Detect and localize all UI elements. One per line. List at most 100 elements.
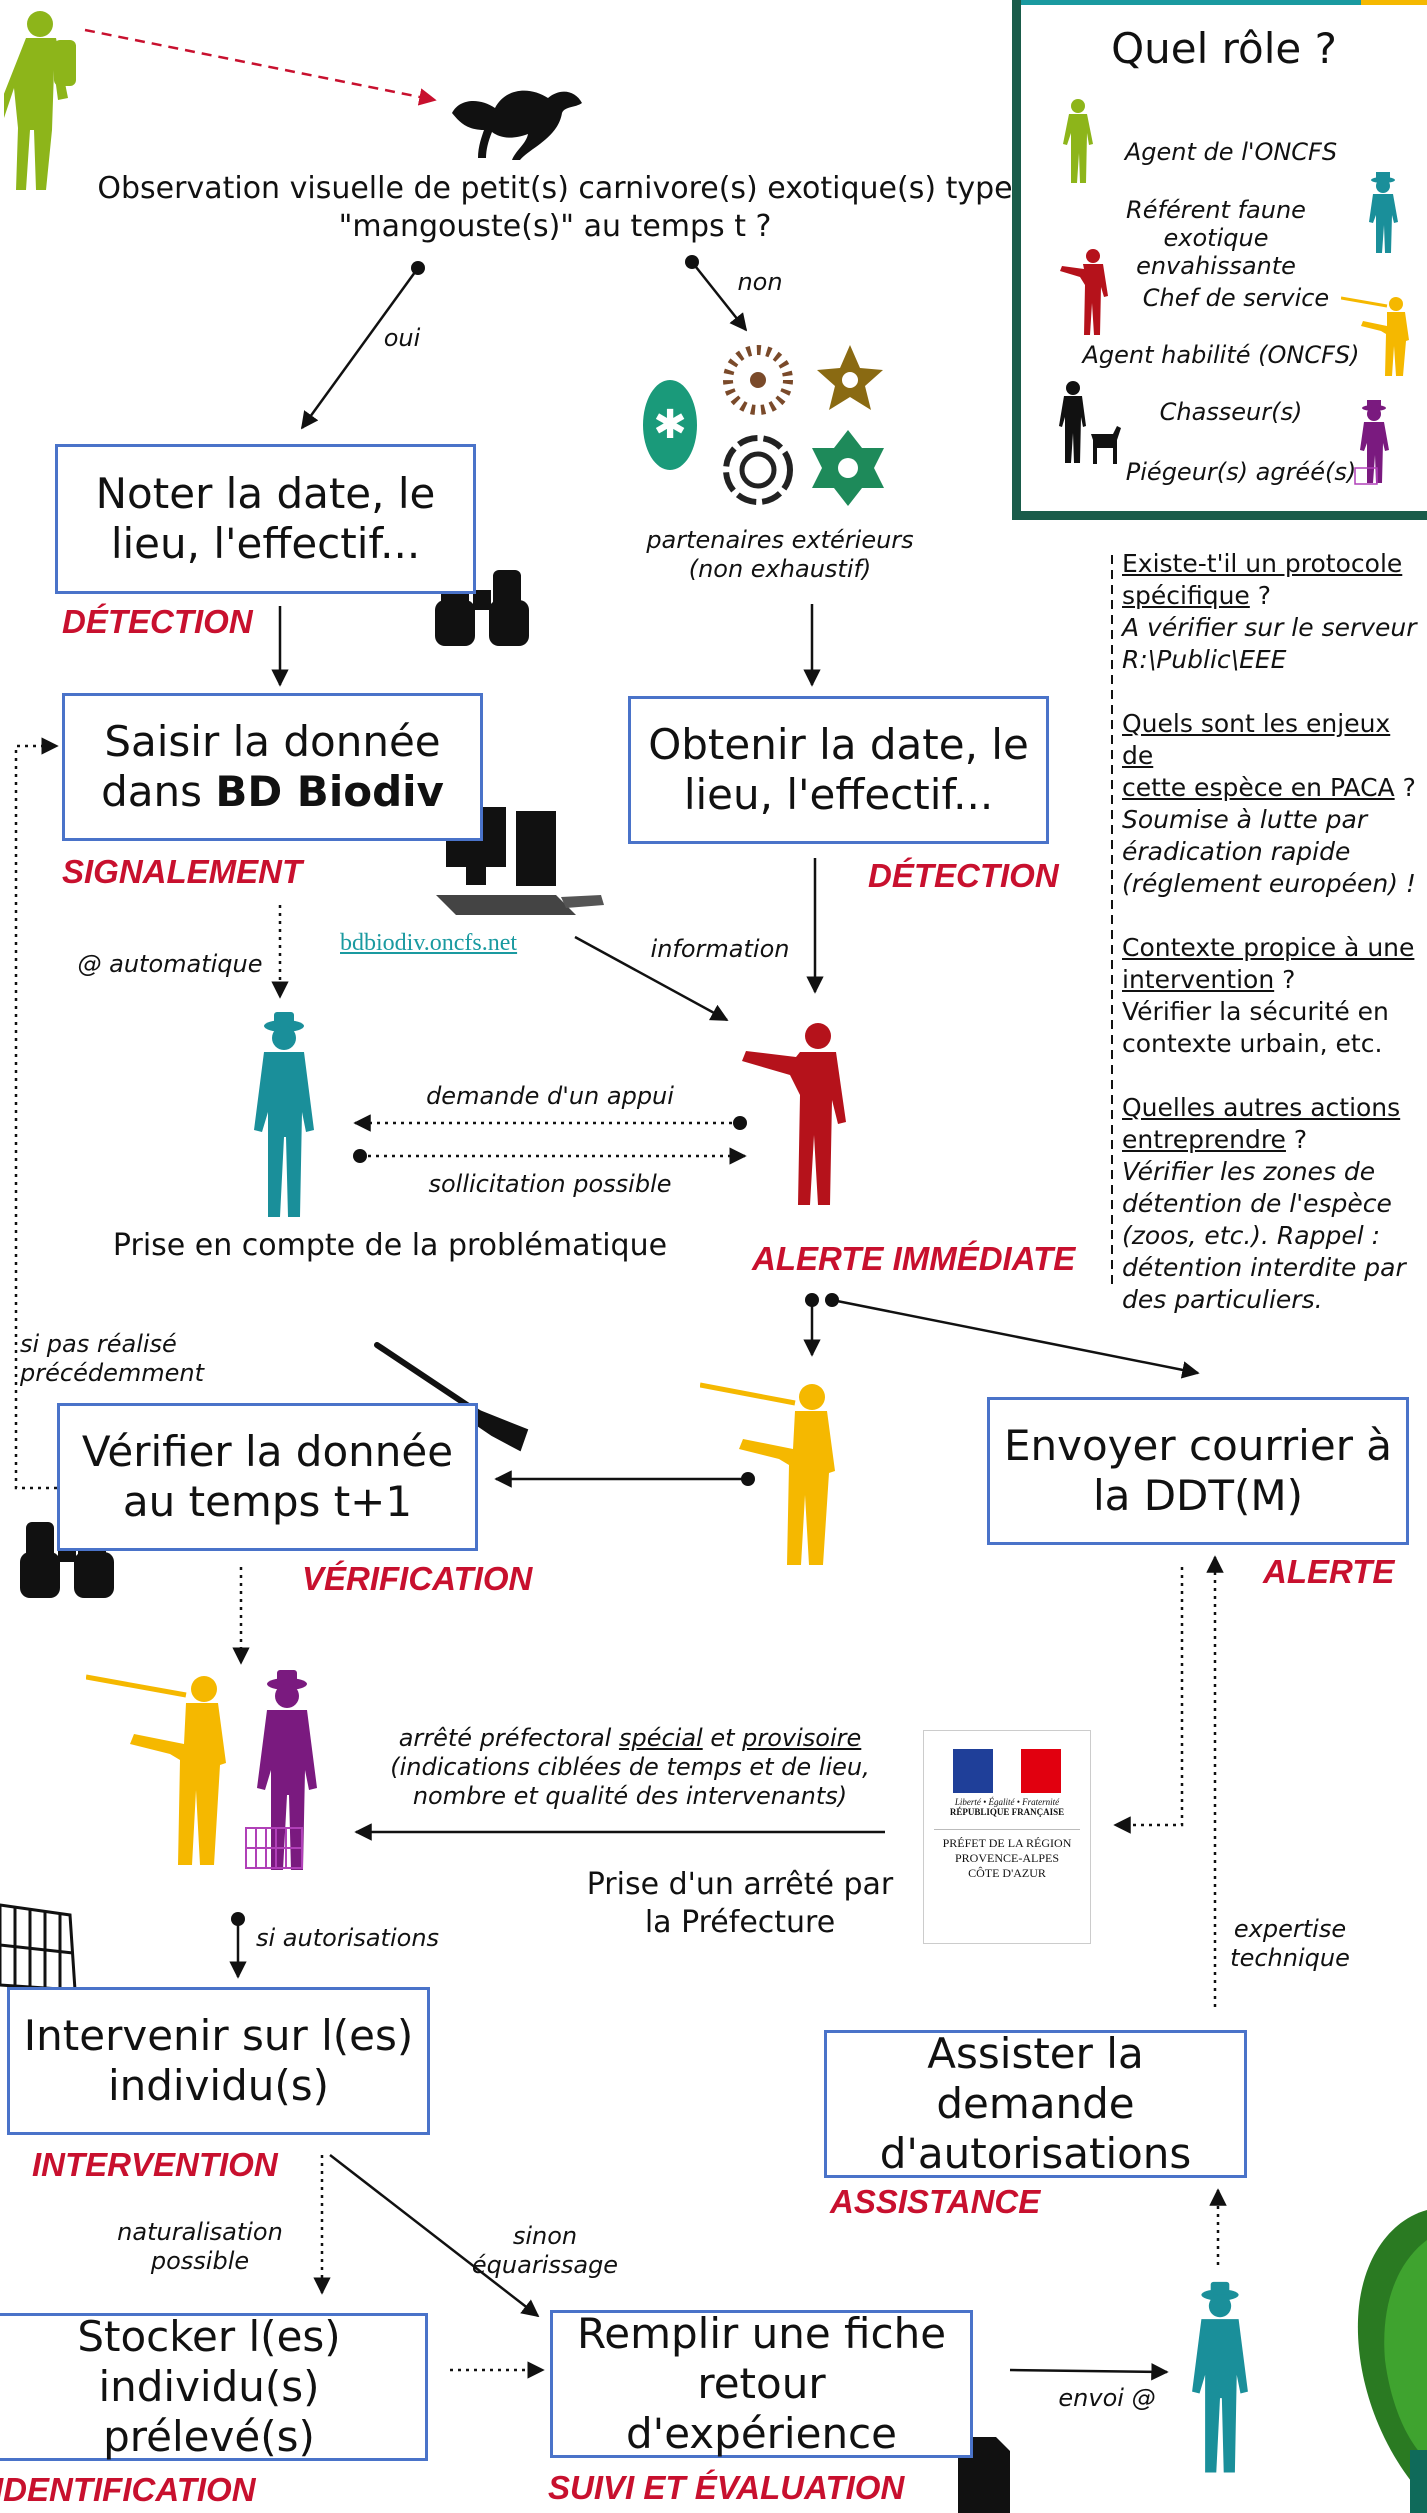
sinon-line2: équarissage [471,2251,619,2279]
legend-chasseurs: Chasseur(s) [1159,398,1303,426]
oui-arrow [300,267,420,430]
label-naturalisation: naturalisation possible [105,2218,295,2276]
legend-referent-icon [1369,172,1398,253]
label-prise-arrete: Prise d'un arrêté par la Préfecture [580,1866,900,1942]
legend-agent-oncfs-icon [1063,99,1093,183]
prefecture-line4: PROVENCE-ALPES [954,1851,1059,1865]
sidebar-q3c: ? [1274,965,1296,994]
sidebar-q1a: Existe-t'il un protocole [1122,549,1403,578]
prefecture-logo: Liberté • Égalité • Fraternité RÉPUBLIQU… [923,1730,1091,1944]
legend-title: Quel rôle ? [1111,24,1337,73]
arrete-line1: arrêté préfectoral spécial et provisoire [385,1724,875,1753]
bdbiodiv-link[interactable]: bdbiodiv.oncfs.net [340,930,518,956]
stage-suivi: SUIVI ET ÉVALUATION [548,2469,905,2506]
box-assister: Assister la demande d'autorisations [824,2029,1247,2178]
sidebar-block-4: Quelles autres actions entreprendre ? Vé… [1122,1092,1422,1316]
sidebar-a2a: Soumise à lutte par [1122,805,1368,834]
sidebar-q3b: intervention [1122,965,1275,994]
legend-referent: Référent faune exotique envahissante [1126,196,1306,280]
cage-icon [0,1903,77,1992]
sidebar-q4c: ? [1285,1125,1308,1154]
partner-logos-icon: ✱ [643,345,884,506]
expertise-line1: expertise [1233,1915,1347,1943]
sidebar-a3b: contexte urbain, etc. [1122,1029,1383,1058]
sidebar-a4e: des particuliers. [1122,1285,1323,1314]
sidebar-q4b: entreprendre [1122,1125,1286,1154]
sidebar-a2b: éradication rapide [1122,837,1351,866]
sidebar-block-1: Existe-t'il un protocole spécifique ? A … [1122,548,1422,676]
stage-verification: VÉRIFICATION [302,1560,533,1597]
box-saisir-label: Saisir la donnée dans BD Biodiv [75,717,470,817]
piegeur-icon [245,1670,317,1870]
label-information: information [650,935,790,963]
stage-detection-2: DÉTECTION [868,857,1059,894]
box-obtenir: Obtenir la date, le lieu, l'effectif... [628,696,1049,844]
observation-line2: "mangouste(s)" au temps t ? [338,209,772,244]
legend-chef: Chef de service [1142,284,1330,312]
box-envoyer: Envoyer courrier à la DDT(M) [987,1397,1409,1545]
intervenir-to-remplir-arrow [329,2154,540,2318]
observation-question: Observation visuelle de petit(s) carnivo… [90,170,1020,246]
stage-alerte: ALERTE [1263,1553,1395,1590]
label-expertise: expertise technique [1220,1915,1360,1973]
referent-icon-2 [1192,2281,1248,2473]
legend-chef-icon [1060,249,1108,335]
label-sollicitation: sollicitation possible [428,1170,672,1198]
stage-signalement: SIGNALEMENT [62,853,303,890]
sidebar-a4c: (zoos, etc.). Rappel : [1122,1221,1381,1250]
naturalisation-line2: possible [150,2247,250,2275]
label-si-pas: si pas réalisé précédemment [20,1330,204,1387]
referent-icon [254,1012,314,1217]
sidebar-q1c: ? [1249,581,1272,610]
label-auto: @ automatique [77,950,263,978]
arrete-provisoire: provisoire [742,1724,862,1752]
arrete-line3: nombre et qualité des intervenants) [412,1782,848,1810]
arrete-special: spécial [618,1724,703,1752]
partners-label: partenaires extérieurs (non exhaustif) [630,526,930,584]
sidebar-block-2: Quels sont les enjeux de cette espèce en… [1122,708,1422,900]
legend-panel: Quel rôle ? Agent de l'ONCFS Référent fa… [1012,0,1427,520]
sidebar-q4a: Quelles autres actions [1122,1093,1401,1122]
sidebar-a2c: (réglement européen) ! [1122,869,1416,898]
partners-line1: partenaires extérieurs [646,526,914,554]
observation-line1: Observation visuelle de petit(s) carnivo… [97,171,1013,206]
mongoose-icon [452,90,582,160]
sidebar-a4b: détention de l'espèce [1122,1189,1392,1218]
arrete-pre: arrêté préfectoral [398,1724,619,1752]
sidebar-a4a: Vérifier les zones de [1122,1157,1376,1186]
legend-agent-habilite: Agent habilité (ONCFS) [1082,341,1360,369]
box-remplir: Remplir une fiche retour d'expérience [550,2309,973,2458]
sidebar-block-3: Contexte propice à une intervention ? Vé… [1122,932,1422,1060]
stage-intervention: INTERVENTION [32,2146,278,2183]
legend-piegeurs-icon [1354,400,1389,485]
label-appui: demande d'un appui [426,1082,674,1110]
box-saisir: Saisir la donnée dans BD Biodiv [62,693,483,841]
stage-alerte-immediate: ALERTE IMMÉDIATE [752,1240,1076,1277]
stage-assistance: ASSISTANCE [830,2183,1041,2220]
box-stocker: Stocker l(es) individu(s) prélevé(s) [0,2312,428,2461]
expertise-line2: technique [1230,1944,1350,1972]
sidebar-q2a: Quels sont les enjeux de [1122,709,1391,770]
prise-arrete-line1: Prise d'un arrêté par [586,1867,894,1902]
stage-identification: IDENTIFICATION [0,2471,256,2508]
label-arrete: arrêté préfectoral spécial et provisoire… [385,1724,875,1811]
arrete-et: et [702,1724,743,1752]
sidebar-a4d: détention interdite par [1122,1253,1406,1282]
label-prise-compte: Prise en compte de la problématique [112,1228,668,1263]
sidebar-q2b: cette espèce en PACA [1122,773,1395,802]
envoyer-to-prefecture-arrow [1113,1567,1184,1834]
legend-piegeurs: Piégeur(s) agréé(s) [1125,458,1357,486]
box-intervenir: Intervenir sur l(es) individu(s) [7,1987,430,2135]
binoculars-icon [435,570,529,646]
box-saisir-bold: BD Biodiv [215,767,444,816]
sidebar-q3a: Contexte propice à une [1122,933,1415,962]
sidebar-a1a: A vérifier sur le serveur [1122,613,1417,642]
svg-text:✱: ✱ [653,402,687,448]
prefecture-motto: Liberté • Égalité • Fraternité [954,1797,1060,1807]
envoi-arrow [1009,2363,1169,2381]
agent-habilite-icon [700,1382,835,1565]
information-arrow [574,935,729,1022]
box-saisir-text: Saisir la donnée dans [101,717,441,816]
